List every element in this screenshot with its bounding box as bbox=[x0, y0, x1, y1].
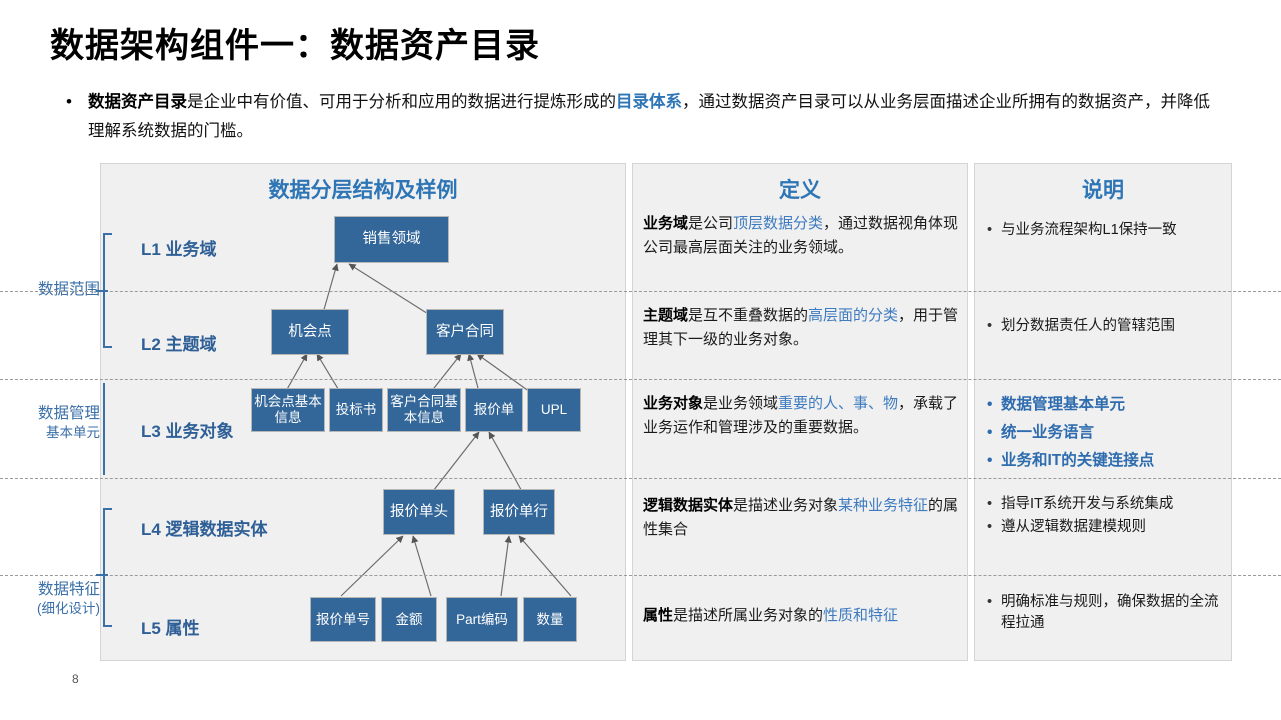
node-l4-quotation-line[interactable]: 报价单行 bbox=[483, 489, 555, 535]
list-item: 统一业务语言 bbox=[987, 420, 1225, 446]
definition-row-l4: 逻辑数据实体是描述业务对象某种业务特征的属性集合 bbox=[643, 494, 959, 542]
definition-keyword: 顶层数据分类 bbox=[733, 215, 824, 232]
definition-text: 是业务领域 bbox=[703, 395, 779, 412]
scope-bracket-data-feature bbox=[103, 508, 112, 627]
node-l2-opportunity[interactable]: 机会点 bbox=[271, 309, 349, 355]
definition-keyword: 性质和特征 bbox=[823, 607, 899, 624]
list-item: 划分数据责任人的管辖范围 bbox=[987, 316, 1225, 337]
list-item: 数据管理基本单元 bbox=[987, 392, 1225, 418]
definition-row-l1: 业务域是公司顶层数据分类，通过数据视角体现公司最高层面关注的业务领域。 bbox=[643, 212, 959, 260]
scope-label-text: 数据特征 bbox=[37, 581, 100, 598]
panel-description: 说明 与业务流程架构L1保持一致 划分数据责任人的管辖范围 数据管理基本单元 统… bbox=[974, 163, 1232, 661]
panel-definition-title: 定义 bbox=[779, 179, 821, 202]
node-l3-bid-document[interactable]: 投标书 bbox=[329, 388, 383, 432]
definition-term: 业务对象 bbox=[643, 395, 704, 412]
definition-text: ，用于管理其下一级的业务对象。 bbox=[643, 307, 959, 348]
scope-tick-data-feature bbox=[96, 574, 108, 576]
list-item: 明确标准与规则，确保数据的全流程拉通 bbox=[987, 592, 1225, 634]
row-divider-l4-l5 bbox=[0, 575, 1281, 576]
scope-label-data-feature: 数据特征 (细化设计) bbox=[0, 580, 106, 618]
definition-text: 是公司 bbox=[688, 215, 734, 232]
definition-text: 是描述业务对象 bbox=[733, 497, 839, 514]
page-title: 数据架构组件一：数据资产目录 bbox=[50, 27, 540, 65]
row-divider-l2-l3 bbox=[0, 379, 1281, 380]
scope-tick-data-range bbox=[96, 290, 108, 292]
level-label-l2: L2 主题域 bbox=[141, 335, 217, 354]
definition-row-l2: 主题域是互不重叠数据的高层面的分类，用于管理其下一级的业务对象。 bbox=[643, 304, 959, 352]
intro-part2: ，通过数据资产目录可以从业务层面描述企业所拥有的数据资产，并降低理解系统数据的门… bbox=[88, 93, 1210, 140]
description-row-l1: 与业务流程架构L1保持一致 bbox=[985, 220, 1225, 243]
panel-data-hierarchy: 数据分层结构及样例 bbox=[100, 163, 626, 661]
page-number: 8 bbox=[72, 672, 79, 686]
description-list: 数据管理基本单元 统一业务语言 业务和IT的关键连接点 bbox=[985, 392, 1225, 474]
panel-diagram-title: 数据分层结构及样例 bbox=[268, 179, 458, 202]
description-list: 明确标准与规则，确保数据的全流程拉通 bbox=[985, 592, 1225, 634]
list-item: 指导IT系统开发与系统集成 bbox=[987, 494, 1225, 515]
node-l1-sales-domain[interactable]: 销售领域 bbox=[334, 216, 449, 263]
node-l3-opportunity-basic-info[interactable]: 机会点基本信息 bbox=[251, 388, 325, 432]
definition-term: 属性 bbox=[643, 607, 674, 624]
row-divider-l1-l2 bbox=[0, 291, 1281, 292]
level-label-l1: L1 业务域 bbox=[141, 240, 217, 259]
description-list: 与业务流程架构L1保持一致 bbox=[985, 220, 1225, 241]
intro-bullet-text: 数据资产目录是企业中有价值、可用于分析和应用的数据进行提炼形成的目录体系，通过数… bbox=[88, 88, 1226, 146]
definition-text: ，承载了业务运作和管理涉及的重要数据。 bbox=[643, 395, 959, 436]
list-item: 遵从逻辑数据建模规则 bbox=[987, 517, 1225, 538]
definition-term: 业务域 bbox=[643, 215, 689, 232]
node-l3-contract-basic-info[interactable]: 客户合同基本信息 bbox=[387, 388, 461, 432]
definition-text: 是描述所属业务对象的 bbox=[673, 607, 824, 624]
description-row-l5: 明确标准与规则，确保数据的全流程拉通 bbox=[985, 592, 1225, 636]
intro-bullet: • 数据资产目录是企业中有价值、可用于分析和应用的数据进行提炼形成的目录体系，通… bbox=[66, 88, 1226, 146]
scope-label-sub: 基本单元 bbox=[46, 425, 100, 440]
list-item: 与业务流程架构L1保持一致 bbox=[987, 220, 1225, 241]
node-l5-quotation-number[interactable]: 报价单号 bbox=[310, 597, 376, 642]
scope-label-data-range: 数据范围 bbox=[0, 280, 106, 299]
panel-definition: 定义 业务域是公司顶层数据分类，通过数据视角体现公司最高层面关注的业务领域。 主… bbox=[632, 163, 968, 661]
definition-keyword: 某种业务特征 bbox=[838, 497, 929, 514]
list-item: 业务和IT的关键连接点 bbox=[987, 448, 1225, 474]
intro-highlight: 目录体系 bbox=[616, 93, 682, 111]
node-l5-quantity[interactable]: 数量 bbox=[523, 597, 577, 642]
scope-bracket-data-management bbox=[103, 383, 112, 475]
bullet-marker: • bbox=[66, 92, 72, 111]
definition-term: 主题域 bbox=[643, 307, 689, 324]
panel-description-title: 说明 bbox=[1082, 179, 1124, 202]
intro-lead-bold: 数据资产目录 bbox=[88, 93, 187, 111]
node-l2-customer-contract[interactable]: 客户合同 bbox=[426, 309, 504, 355]
definition-text: ，通过数据视角体现公司最高层面关注的业务领域。 bbox=[643, 215, 959, 256]
scope-label-text: 数据管理 bbox=[37, 405, 100, 422]
definition-row-l5: 属性是描述所属业务对象的性质和特征 bbox=[643, 604, 959, 628]
node-l5-part-code[interactable]: Part编码 bbox=[446, 597, 518, 642]
definition-text: 的属性集合 bbox=[643, 497, 959, 538]
row-divider-l3-l4 bbox=[0, 478, 1281, 479]
scope-label-text: 数据范围 bbox=[37, 281, 100, 298]
description-row-l4: 指导IT系统开发与系统集成 遵从逻辑数据建模规则 bbox=[985, 494, 1225, 540]
level-label-l3: L3 业务对象 bbox=[141, 422, 234, 441]
scope-label-sub: (细化设计) bbox=[37, 601, 100, 616]
definition-text: 是互不重叠数据的 bbox=[688, 307, 809, 324]
description-list: 指导IT系统开发与系统集成 遵从逻辑数据建模规则 bbox=[985, 494, 1225, 538]
node-l5-amount[interactable]: 金额 bbox=[381, 597, 437, 642]
description-list: 划分数据责任人的管辖范围 bbox=[985, 316, 1225, 337]
node-l3-quotation[interactable]: 报价单 bbox=[465, 388, 523, 432]
node-l3-upl[interactable]: UPL bbox=[527, 388, 581, 432]
level-label-l5: L5 属性 bbox=[141, 619, 200, 638]
definition-keyword: 高层面的分类 bbox=[808, 307, 899, 324]
node-l4-quotation-header[interactable]: 报价单头 bbox=[383, 489, 455, 535]
definition-term: 逻辑数据实体 bbox=[643, 497, 734, 514]
scope-label-data-management: 数据管理 基本单元 bbox=[0, 404, 106, 442]
description-row-l2: 划分数据责任人的管辖范围 bbox=[985, 316, 1225, 339]
intro-part1: 是企业中有价值、可用于分析和应用的数据进行提炼形成的 bbox=[187, 93, 616, 111]
definition-keyword: 重要的人、事、物 bbox=[778, 395, 899, 412]
level-label-l4: L4 逻辑数据实体 bbox=[141, 520, 268, 539]
description-row-l3: 数据管理基本单元 统一业务语言 业务和IT的关键连接点 bbox=[985, 392, 1225, 476]
definition-row-l3: 业务对象是业务领域重要的人、事、物，承载了业务运作和管理涉及的重要数据。 bbox=[643, 392, 959, 440]
